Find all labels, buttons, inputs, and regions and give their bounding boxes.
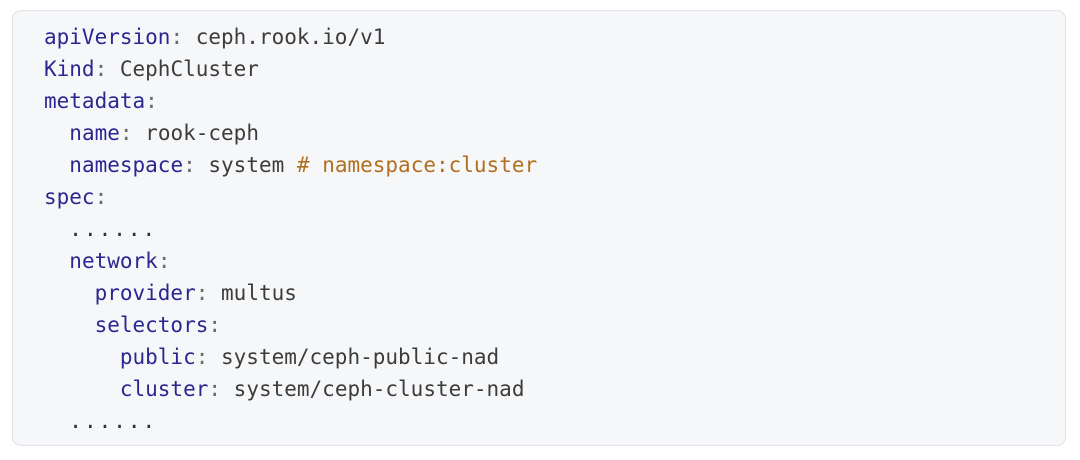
yaml-value: multus [221,281,297,305]
yaml-punct: : [119,121,146,145]
yaml-punct: : [183,153,209,177]
yaml-key: Kind [44,57,95,81]
code-line: network: [44,245,1045,277]
yaml-comment: # namespace:cluster [296,153,538,177]
code-line: provider: multus [44,277,1045,309]
code-line: spec: [44,181,1045,213]
yaml-value: rook-ceph [145,121,259,145]
yaml-punct: : [208,377,234,401]
code-line: ...... [44,213,1045,245]
yaml-punct: : [145,89,158,113]
yaml-key: selectors [94,313,209,337]
code-line: apiVersion: ceph.rook.io/v1 [44,21,1045,53]
yaml-dots: ...... [69,409,158,433]
code-line: name: rook-ceph [44,117,1045,149]
yaml-punct: : [94,185,108,209]
yaml-punct: : [195,281,222,305]
yaml-key: provider [94,281,196,305]
yaml-value: CephCluster [119,57,259,81]
yaml-value: system/ceph-public-nad [221,345,500,369]
yaml-dots: ...... [69,217,158,241]
yaml-value: system/ceph-cluster-nad [233,377,525,401]
code-line: cluster: system/ceph-cluster-nad [44,373,1045,405]
code-line: namespace: system # namespace:cluster [44,149,1045,181]
yaml-key: spec [44,185,95,209]
yaml-key: metadata [44,89,146,113]
yaml-key: name [69,121,120,145]
code-line: selectors: [44,309,1045,341]
code-line: public: system/ceph-public-nad [44,341,1045,373]
code-line: Kind: CephCluster [44,53,1045,85]
yaml-key: namespace [69,153,184,177]
yaml-key: apiVersion [44,25,171,49]
yaml-value: system [208,153,297,177]
yaml-punct: : [195,345,222,369]
yaml-value: ceph.rook.io/v1 [195,25,386,49]
yaml-punct: : [208,313,222,337]
yaml-punct: : [170,25,196,49]
yaml-punct: : [157,249,171,273]
yaml-key: network [69,249,158,273]
code-line: metadata: [44,85,1045,117]
code-line: ...... [44,405,1045,437]
yaml-key: cluster [119,377,209,401]
yaml-punct: : [94,57,120,81]
yaml-key: public [119,345,196,369]
